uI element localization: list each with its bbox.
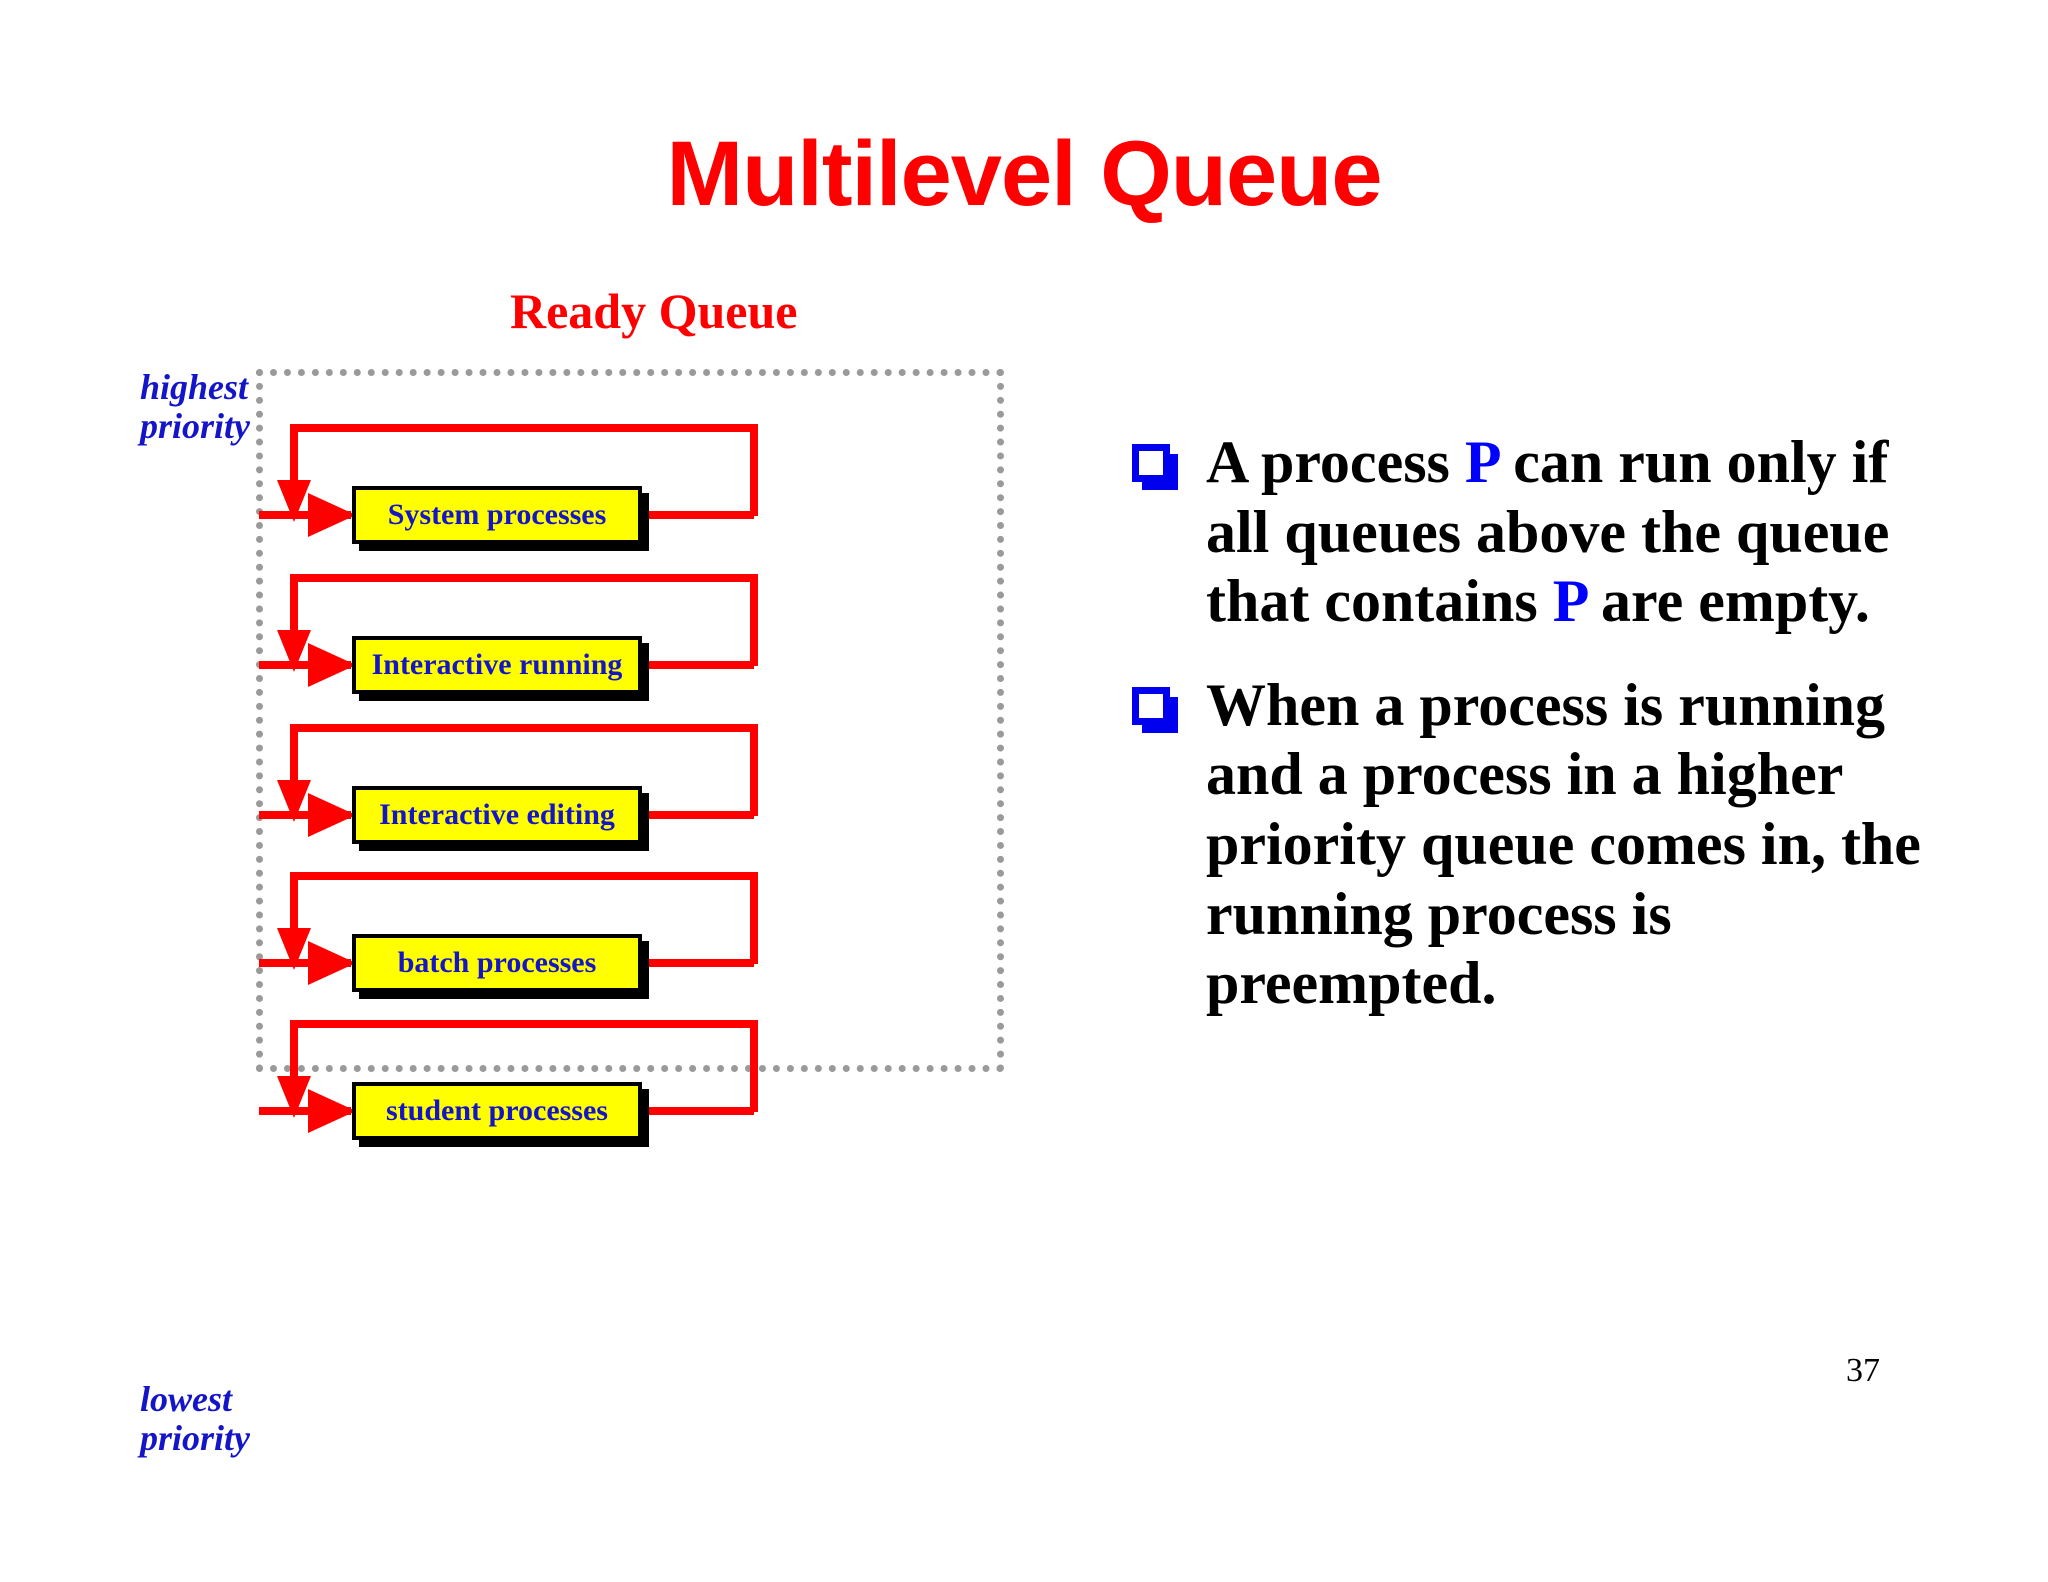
bullet-highlight-text: P — [1552, 568, 1587, 635]
queue-box-label: Interactive editing — [379, 798, 615, 831]
feedback-path-segment — [750, 574, 758, 666]
highest-priority-line-2: priority — [140, 405, 251, 446]
feedback-path-segment — [290, 574, 758, 582]
multilevel-queue-diagram: Ready Queue highest priority lowest prio… — [0, 283, 1060, 1458]
queue-box-label: batch processes — [397, 946, 597, 979]
bullet-text: A process — [1206, 429, 1465, 495]
queue-row: System processes — [0, 400, 1060, 600]
queue-box-label: Interactive running — [371, 648, 623, 681]
bullet-square-icon — [1132, 686, 1170, 725]
highest-priority-line-1: highest — [140, 367, 249, 407]
lowest-priority-line-2: priority — [140, 1417, 251, 1458]
bullet-item: A process P can run only if all queues a… — [1128, 428, 1928, 637]
arrow-right-icon — [308, 1089, 356, 1133]
page-number: 37 — [1846, 1352, 1880, 1389]
bullet-list: A process P can run only if all queues a… — [1128, 428, 1928, 1053]
feedback-path-segment — [642, 959, 754, 967]
queue-box: System processes — [352, 486, 642, 544]
arrow-down-icon — [277, 928, 311, 970]
arrow-right-icon — [308, 493, 356, 537]
feedback-path-segment — [290, 872, 298, 934]
arrow-right-icon — [308, 941, 356, 985]
queue-box-label: student processes — [386, 1094, 608, 1127]
feedback-path-segment — [750, 724, 758, 816]
bullet-text: can run only if all queues above the que… — [1206, 429, 1890, 635]
ready-queue-label: Ready Queue — [510, 283, 798, 339]
bullet-square-icon — [1132, 444, 1170, 482]
queue-row: Interactive editing — [0, 700, 1060, 900]
feedback-path-segment — [290, 872, 758, 880]
arrow-down-icon — [277, 630, 311, 672]
arrow-down-icon — [277, 1076, 311, 1118]
queue-row: Interactive running — [0, 550, 1060, 750]
feedback-path-segment — [290, 1020, 758, 1028]
bullet-highlight-text: P — [1464, 429, 1499, 495]
feedback-path-segment — [290, 424, 758, 432]
feedback-path-segment — [750, 872, 758, 964]
feedback-path-segment — [290, 574, 298, 636]
feedback-path-segment — [642, 661, 754, 669]
feedback-path-segment — [290, 724, 758, 732]
queue-box: batch processes — [352, 934, 642, 992]
lowest-priority-line-1: lowest — [140, 1379, 233, 1419]
feedback-path-segment — [642, 1107, 754, 1115]
feedback-path-segment — [290, 724, 298, 786]
bullet-item: When a process is running and a process … — [1128, 671, 1928, 1019]
queue-row: batch processes — [0, 848, 1060, 1048]
ready-queue-container — [256, 369, 1004, 1072]
arrow-down-icon — [277, 480, 311, 522]
feedback-path-segment — [642, 811, 754, 819]
highest-priority-label: highest priority — [140, 368, 250, 446]
feedback-path-segment — [750, 1020, 758, 1112]
page-title: Multilevel Queue — [666, 123, 1382, 225]
arrow-down-icon — [277, 780, 311, 822]
queue-box: student processes — [352, 1082, 642, 1140]
arrow-right-icon — [308, 793, 356, 837]
queue-row: student processes — [0, 996, 1060, 1196]
feedback-path-segment — [642, 511, 754, 519]
bullet-text: are empty. — [1586, 568, 1870, 635]
arrow-right-icon — [308, 643, 356, 687]
queue-box-label: System processes — [387, 498, 607, 531]
feedback-path-segment — [750, 424, 758, 516]
feedback-path-segment — [290, 1020, 298, 1082]
feedback-path-segment — [290, 424, 298, 486]
lowest-priority-label: lowest priority — [140, 1380, 250, 1458]
queue-box: Interactive editing — [352, 786, 642, 844]
queue-box: Interactive running — [352, 636, 642, 694]
bullet-text: When a process is running and a process … — [1206, 671, 1921, 1017]
